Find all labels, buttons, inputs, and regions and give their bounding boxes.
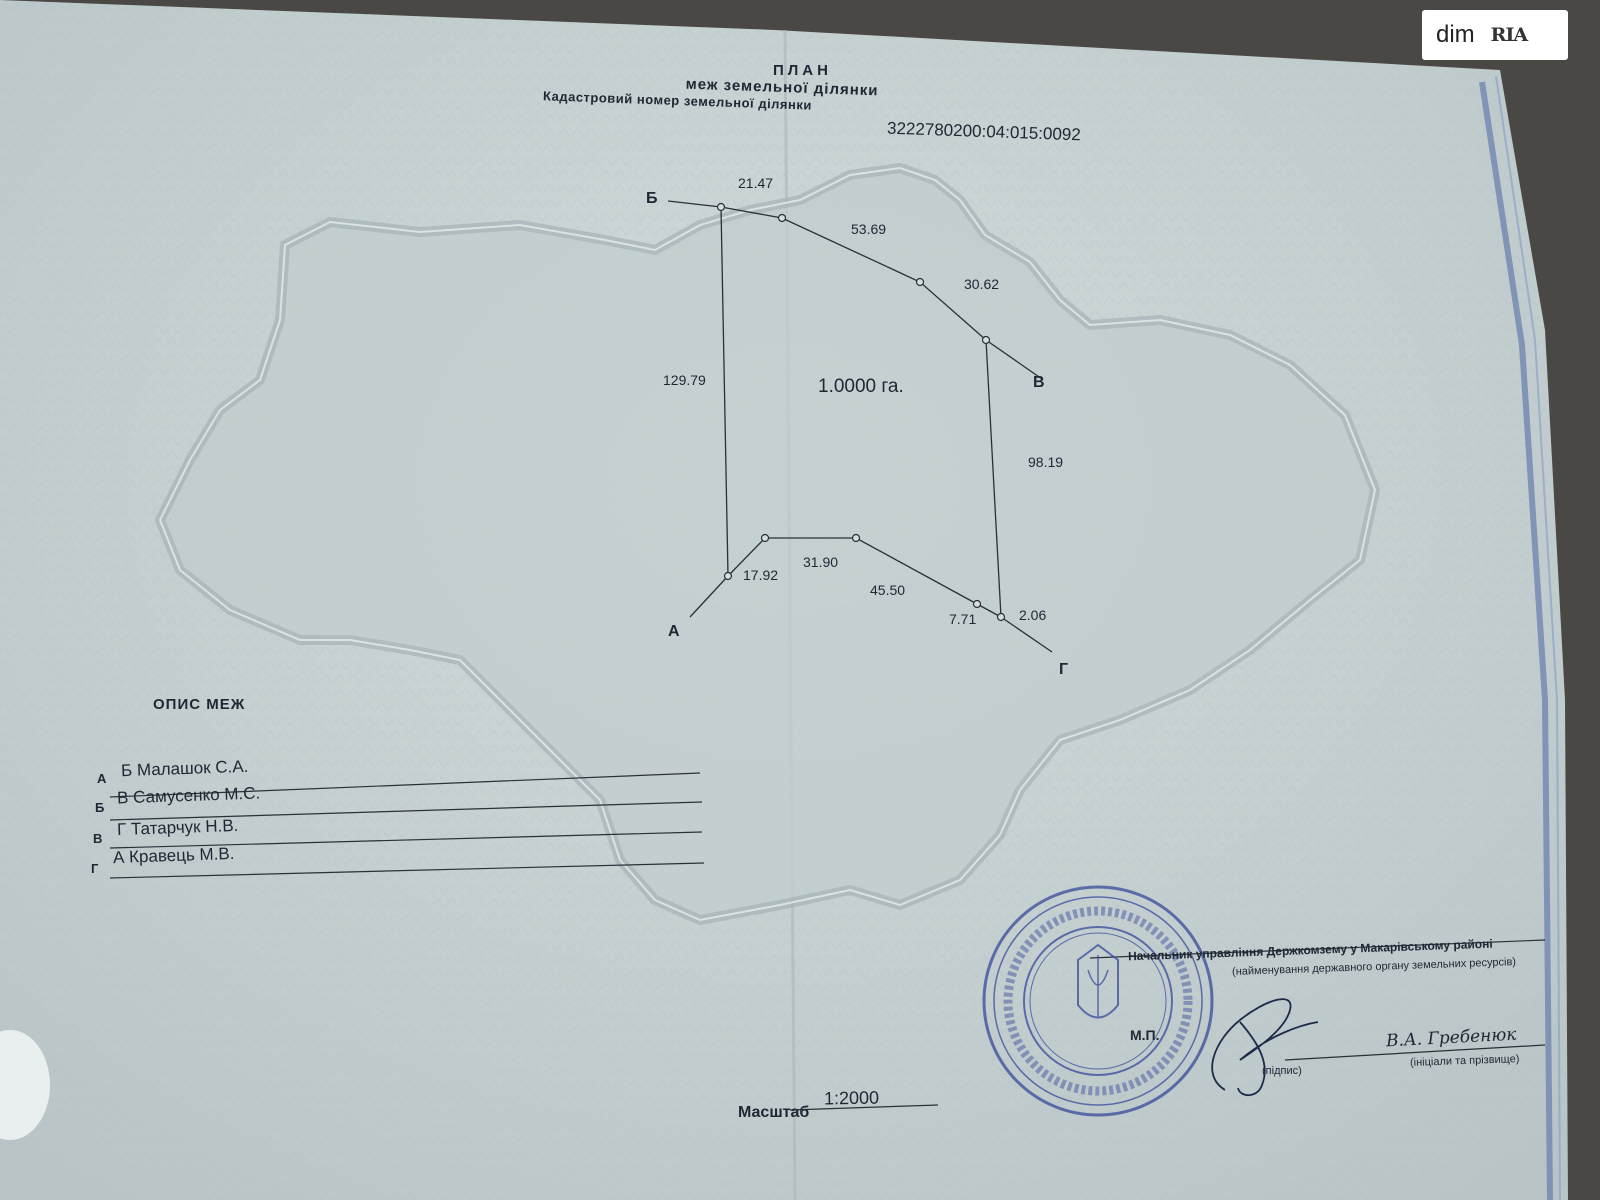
- dimria-watermark: dim RIA: [1422, 10, 1568, 60]
- dimension-label: 98.19: [1028, 454, 1064, 470]
- boundary-text: Б Малашок С.А.: [120, 756, 249, 781]
- boundary-from-letter: В: [93, 831, 103, 846]
- watermark-ria-logo: RIA: [1488, 24, 1530, 46]
- dimension-label: 17.92: [743, 567, 779, 583]
- dimension-label: 7.71: [949, 611, 977, 627]
- dimension-label: 30.62: [964, 276, 1000, 292]
- dimension-label: 31.90: [803, 554, 839, 570]
- boundaries-heading: ОПИС МЕЖ: [153, 696, 246, 713]
- dimension-label: 45.50: [870, 582, 906, 598]
- signature-caption: (підпис): [1262, 1065, 1302, 1077]
- boundary-text: А Кравець М.В.: [112, 843, 235, 868]
- scale-value: 1:2000: [823, 1087, 880, 1109]
- boundary-from-letter: Г: [91, 861, 99, 876]
- vertex-label-v: В: [1033, 374, 1045, 391]
- stamp-mark: М.П.: [1130, 1027, 1160, 1043]
- parcel-vertex-markers: [716, 202, 1006, 622]
- official-stamp: [982, 885, 1214, 1117]
- dimension-label: 21.47: [738, 175, 774, 191]
- vertex-label-g: Г: [1059, 661, 1069, 678]
- vertex-label-b: Б: [646, 190, 658, 207]
- vertex-label-a: А: [668, 623, 680, 640]
- scale-label: Масштаб: [738, 1104, 810, 1121]
- boundary-from-letter: Б: [95, 800, 105, 815]
- dimension-label: 53.69: [851, 221, 887, 237]
- dimension-label: 2.06: [1019, 607, 1047, 623]
- plan-title: ПЛАН: [773, 62, 832, 79]
- dimension-label: 129.79: [663, 372, 706, 388]
- handwritten-signature: [1211, 998, 1319, 1097]
- boundary-text: Г Татарчук Н.В.: [116, 815, 239, 840]
- parcel-area: 1.0000 га.: [818, 376, 904, 397]
- boundary-text: В Самусенко М.С.: [116, 783, 261, 808]
- watermark-dim-text: dim: [1436, 21, 1475, 48]
- boundary-from-letter: А: [97, 771, 107, 786]
